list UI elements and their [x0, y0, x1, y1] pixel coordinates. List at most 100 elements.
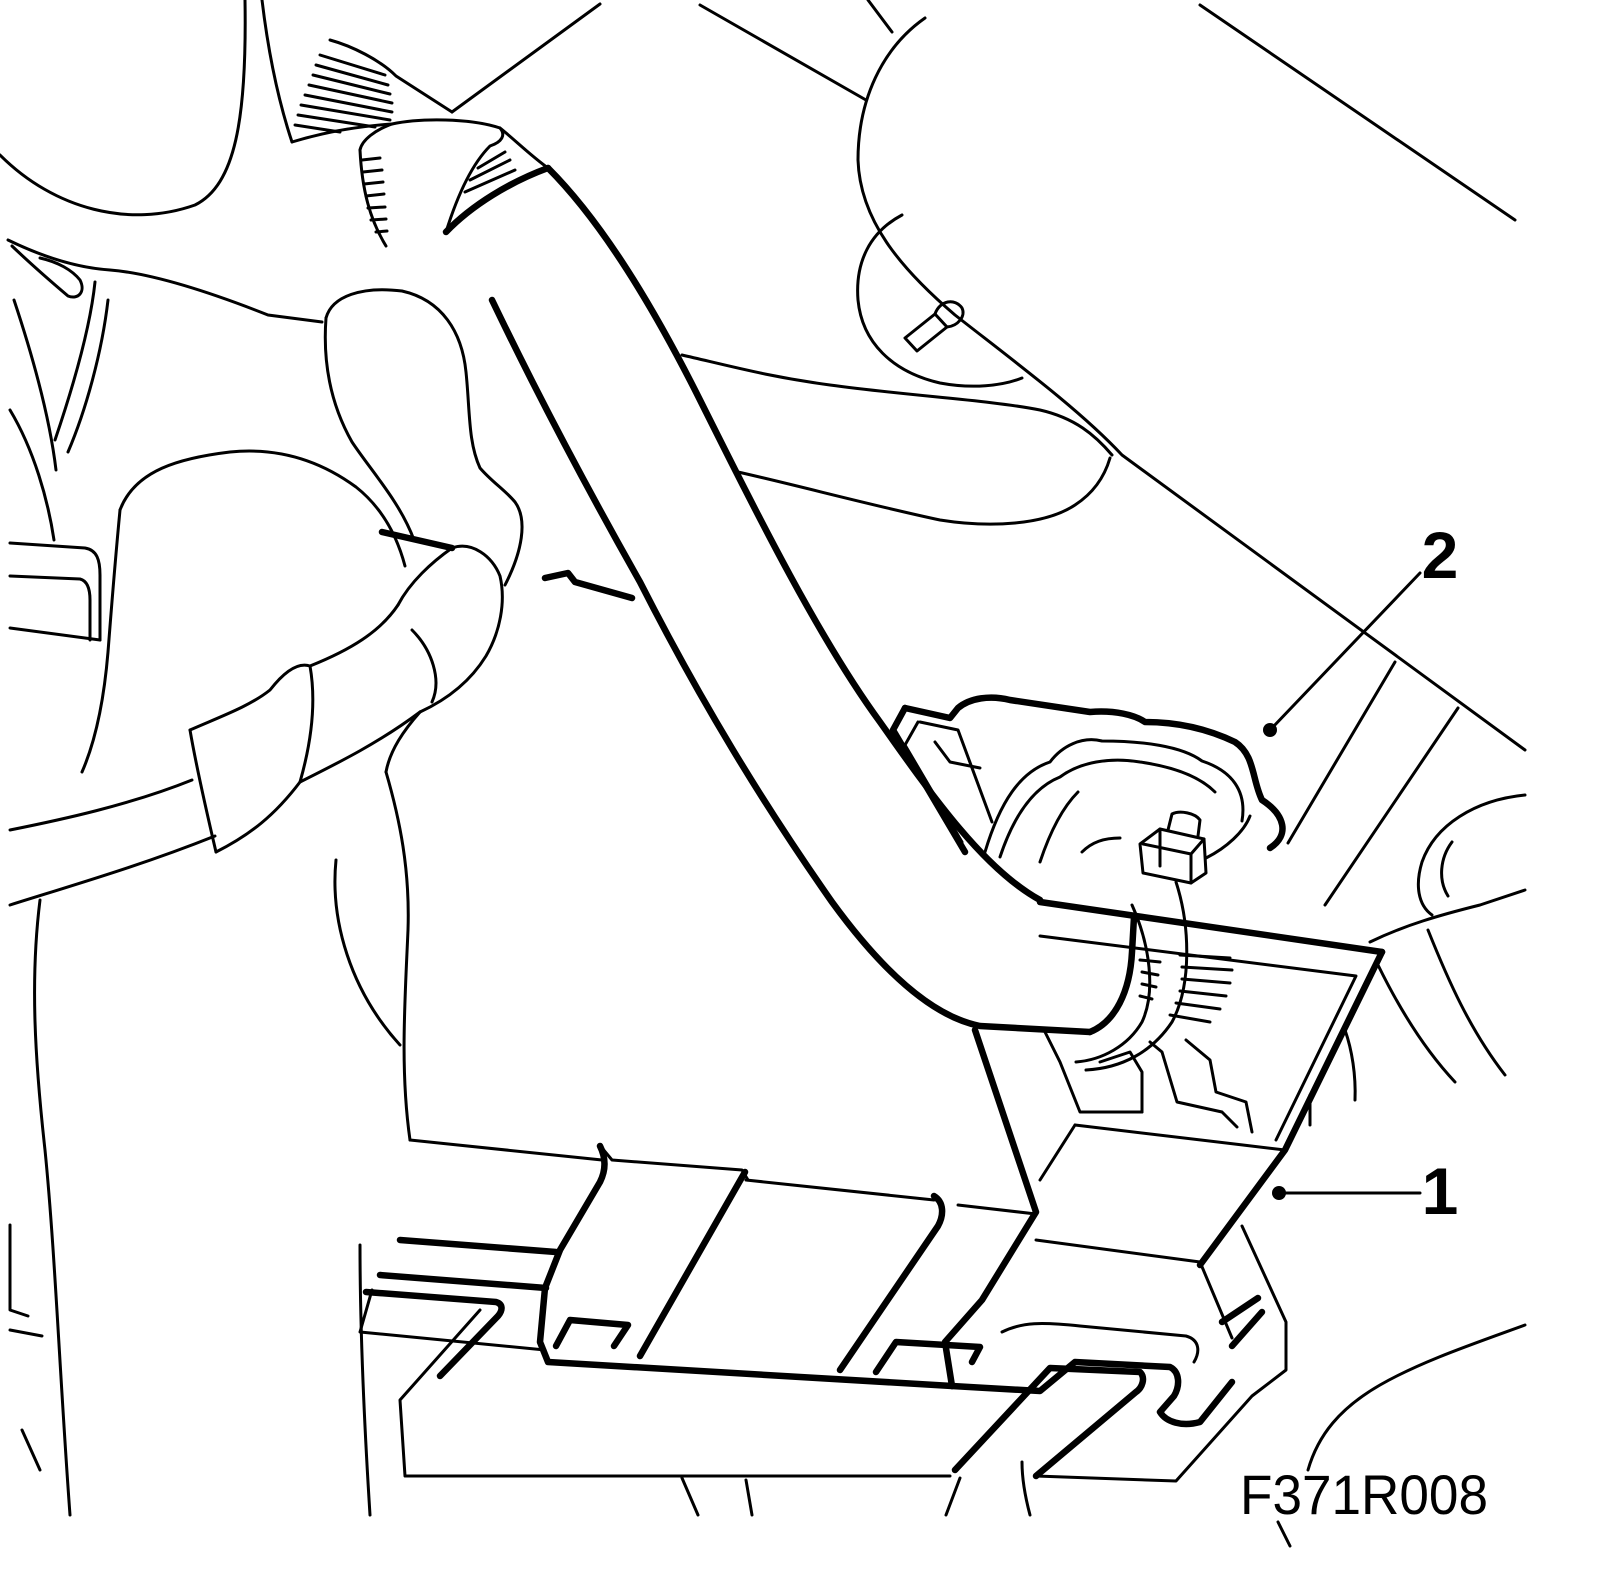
contour-line: [1368, 888, 1527, 944]
round-part: [1416, 793, 1527, 917]
sleeve-hatch: [1138, 958, 1162, 1001]
tray-edge: [398, 1308, 952, 1478]
box-interior: [1184, 1038, 1254, 1134]
connector-outline: [901, 694, 1286, 852]
background-structure-right: [1276, 660, 1527, 1548]
wire-line: [12, 298, 58, 472]
box-lower-edge: [1198, 1260, 1234, 1340]
bracket-left: [8, 574, 92, 642]
panel-edge: [944, 1476, 962, 1517]
harness-pipe: [298, 710, 422, 784]
tray-flange: [636, 1168, 749, 1360]
box-top-edge: [1036, 898, 1386, 956]
tie-band: [1074, 903, 1152, 1064]
panel-edge: [680, 1476, 700, 1517]
tray-lip: [951, 1364, 1147, 1480]
tray-tab: [1228, 1308, 1266, 1350]
background-structure-left: [6, 238, 324, 1517]
strut-line: [1323, 706, 1460, 907]
plug-wire: [1204, 814, 1252, 860]
contour-line: [1426, 928, 1507, 1077]
wire-line: [8, 408, 56, 542]
hose-top: [442, 164, 552, 236]
connector-detail: [1080, 836, 1122, 854]
grommet: [358, 148, 388, 248]
connector-clip: [998, 758, 1217, 859]
round-part: [1440, 840, 1454, 898]
wire-line: [53, 280, 97, 442]
callout-2-dot: [1263, 723, 1277, 737]
harness-pipe: [308, 603, 400, 668]
rail-line: [450, 2, 602, 114]
callout-1: 1: [1272, 1154, 1458, 1228]
contour-line: [1343, 1028, 1357, 1102]
grommet-hatch: [463, 150, 517, 194]
harness-bulge: [324, 288, 524, 587]
tray-tab: [1218, 1294, 1262, 1326]
harness-tape: [396, 544, 504, 714]
wire-loop: [10, 244, 84, 299]
pipe-hatch: [293, 53, 394, 134]
panel-edge: [8, 1223, 30, 1318]
box-interior: [1043, 1030, 1144, 1114]
hose-end: [1086, 913, 1138, 1036]
panel-edge: [384, 710, 422, 774]
tray-slot: [872, 1338, 984, 1376]
harness-bulge: [323, 316, 416, 542]
panel-edge: [744, 1478, 754, 1517]
tray-rail: [744, 1178, 936, 1202]
box-front-edge: [1073, 1123, 1287, 1152]
panel-edge: [260, 0, 294, 144]
grommet: [498, 126, 550, 170]
connector: [889, 694, 1286, 885]
tray-hook: [362, 1288, 505, 1380]
panel-edge: [20, 1428, 42, 1472]
harness-arch: [80, 508, 122, 774]
grommet: [358, 122, 394, 152]
panel-edge: [6, 238, 324, 324]
callout-2-leader: [1270, 571, 1422, 730]
round-housing: [856, 213, 1024, 388]
contour-line: [680, 353, 1114, 457]
box-interior: [1148, 1040, 1239, 1129]
connector-outline: [889, 704, 969, 856]
connector-clip: [983, 738, 1245, 854]
tray-flange: [536, 1142, 956, 1390]
tray-rail: [956, 1203, 1038, 1216]
background-structure-top: [0, 0, 1527, 752]
pipe-edge: [328, 38, 454, 114]
box-interior: [1098, 1050, 1144, 1114]
callout-2-label: 2: [1422, 518, 1459, 592]
wiring-harness: [8, 288, 636, 1142]
rail-line: [866, 0, 894, 34]
fitting: [933, 300, 965, 329]
rail-line: [698, 3, 868, 102]
harness-tape: [188, 663, 315, 784]
harness-pipe: [8, 834, 217, 907]
panel-edge: [33, 898, 72, 1517]
strut-line: [1286, 660, 1397, 845]
panel-edge: [384, 770, 412, 1142]
contour-line: [736, 456, 1112, 526]
box-left-edge: [941, 1026, 1040, 1390]
hose-right-edge: [544, 164, 1044, 904]
hose: [442, 164, 1138, 1036]
contour-line: [1276, 1520, 1292, 1548]
tray-lip: [948, 1358, 1236, 1428]
panel-edge: [1020, 1460, 1032, 1517]
panel-edge: [8, 1328, 44, 1338]
box-front-edge: [1038, 1123, 1077, 1182]
rail-line: [1198, 3, 1517, 222]
connector-detail: [903, 720, 964, 844]
callout-1-dot: [1272, 1186, 1286, 1200]
contour-line: [1306, 1323, 1527, 1472]
cable: [541, 569, 636, 602]
box-lower-edge: [1034, 1238, 1202, 1264]
tray-slot: [552, 1316, 632, 1350]
bracket-tray: [358, 1138, 1288, 1517]
connector-detail: [1038, 790, 1080, 864]
hose-left-edge: [488, 296, 1094, 1036]
harness-pipe: [8, 778, 194, 832]
